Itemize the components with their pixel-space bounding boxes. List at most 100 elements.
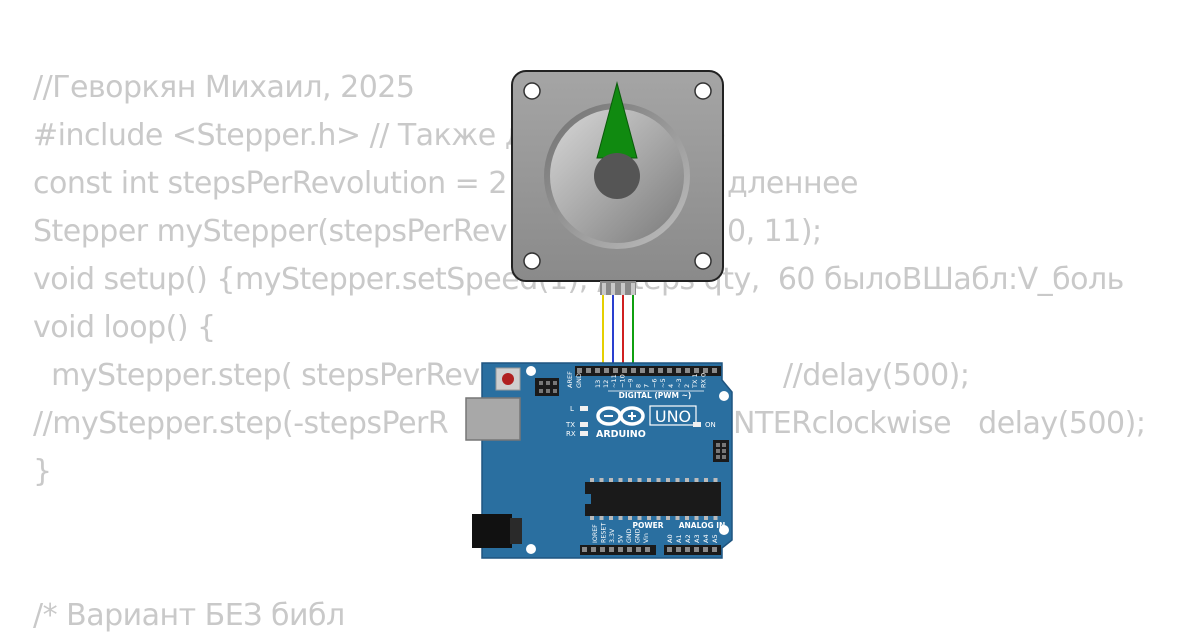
- code-line-4-tail: 0, 11);: [727, 214, 822, 249]
- analog-pin-label: A2: [684, 534, 692, 543]
- analog-pin-label: A1: [675, 534, 683, 543]
- pin-hole[interactable]: [609, 547, 614, 552]
- led-rx: [580, 431, 588, 436]
- digital-header[interactable]: [575, 366, 721, 376]
- pin-hole[interactable]: [658, 368, 663, 373]
- uno-label: UNO: [655, 407, 691, 426]
- pin-hole[interactable]: [667, 547, 672, 552]
- microcontroller-chip: [585, 482, 721, 516]
- digital-pin-label: 13: [594, 380, 602, 388]
- pin-hole[interactable]: [600, 547, 605, 552]
- power-jack-front: [510, 518, 522, 544]
- code-line-4: Stepper myStepper(stepsPerRev: [33, 214, 508, 249]
- chip-pin: [694, 478, 699, 482]
- led-l-label: L: [570, 405, 574, 413]
- pin-hole[interactable]: [622, 368, 627, 373]
- code-line-7: myStepper.step( stepsPerRev: [33, 358, 480, 393]
- chip-pins: [590, 478, 718, 520]
- motor-wires[interactable]: [602, 285, 634, 372]
- motor-connector: [600, 281, 636, 295]
- chip-pin: [590, 478, 594, 482]
- pin-hole[interactable]: [694, 368, 699, 373]
- pin-hole[interactable]: [703, 547, 708, 552]
- digital-pin-holes[interactable]: [577, 368, 717, 373]
- usb-connector[interactable]: [465, 397, 521, 441]
- code-line-10: /* Вариант БЕЗ библ: [33, 598, 345, 633]
- chip-pin: [713, 478, 718, 482]
- pin-hole[interactable]: [582, 547, 587, 552]
- pin-hole[interactable]: [685, 547, 690, 552]
- power-pin-label: RESET: [601, 523, 608, 543]
- digital-pin-label: ~6: [651, 378, 659, 388]
- chip-pin: [685, 516, 689, 520]
- chip-pin: [618, 478, 623, 482]
- pin-hole[interactable]: [618, 547, 623, 552]
- pin-hole[interactable]: [613, 368, 618, 373]
- chip-pin: [618, 516, 623, 520]
- chip-pin: [675, 478, 680, 482]
- icsp-header: [535, 378, 559, 396]
- connector-pin: [611, 283, 615, 295]
- digital-pin-label: 7: [643, 384, 651, 388]
- bottom-pin-holes[interactable]: [582, 547, 717, 552]
- analog-pin-label: A0: [666, 534, 674, 543]
- pin-hole[interactable]: [667, 368, 672, 373]
- led-rx-label: RX: [566, 430, 576, 438]
- chip-pin: [628, 478, 632, 482]
- mounting-hole: [719, 525, 729, 535]
- chip-pin: [647, 478, 651, 482]
- pin-hole[interactable]: [712, 368, 717, 373]
- led-on: [693, 422, 701, 427]
- motor-screw-hole: [694, 82, 712, 100]
- chip-pin: [704, 478, 708, 482]
- analog-header-label: ANALOG IN: [679, 521, 726, 530]
- power-header-label: POWER: [632, 521, 663, 530]
- pin-hole[interactable]: [586, 368, 591, 373]
- code-line-8-tail: NTERclockwise delay(500);: [733, 406, 1146, 441]
- chip-pin: [666, 516, 670, 520]
- chip-pin: [599, 478, 604, 482]
- reset-button-cap[interactable]: [502, 373, 514, 385]
- pin-hole[interactable]: [627, 547, 632, 552]
- gnd-label: GND: [575, 373, 583, 388]
- digital-pin-label: 8: [635, 384, 643, 388]
- pin-hole[interactable]: [640, 368, 645, 373]
- pin-hole[interactable]: [577, 368, 582, 373]
- pin-hole[interactable]: [712, 547, 717, 552]
- analog-header[interactable]: [664, 545, 721, 555]
- pin-hole[interactable]: [631, 368, 636, 373]
- motor-screw-hole: [523, 252, 541, 270]
- pin-hole[interactable]: [676, 547, 681, 552]
- digital-pin-label: TX 1: [691, 373, 699, 389]
- pin-hole[interactable]: [649, 368, 654, 373]
- power-pin-label: IOREF: [592, 524, 599, 543]
- digital-header-label: DIGITAL (PWM ~): [619, 391, 692, 400]
- pin-hole[interactable]: [604, 368, 609, 373]
- mounting-hole: [526, 366, 536, 376]
- stepper-motor[interactable]: [511, 70, 724, 295]
- chip-pin: [628, 516, 632, 520]
- motor-shaft: [594, 153, 640, 199]
- pin-hole[interactable]: [703, 368, 708, 373]
- pin-hole[interactable]: [685, 368, 690, 373]
- connector-pin: [621, 283, 625, 295]
- pin-hole[interactable]: [595, 368, 600, 373]
- pin-hole[interactable]: [676, 368, 681, 373]
- pin-hole[interactable]: [645, 547, 650, 552]
- code-line-9: }: [33, 454, 52, 489]
- connector-pin: [602, 283, 606, 295]
- power-jack[interactable]: [472, 514, 512, 548]
- mounting-hole: [526, 544, 536, 554]
- mounting-hole: [719, 391, 729, 401]
- digital-pin-label: ~10: [618, 374, 626, 388]
- pin-hole[interactable]: [591, 547, 596, 552]
- aref-label: AREF: [566, 371, 574, 388]
- chip-pin: [656, 478, 661, 482]
- pin-hole[interactable]: [636, 547, 641, 552]
- chip-pin: [704, 516, 708, 520]
- pin-hole[interactable]: [694, 547, 699, 552]
- analog-pin-label: A5: [711, 534, 719, 543]
